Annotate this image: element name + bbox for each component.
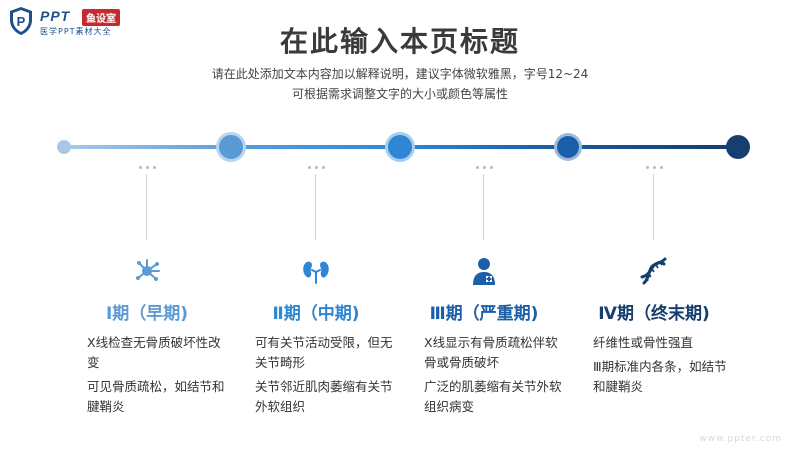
phase-description-3: X线显示有骨质疏松伴软骨或骨质破坏 广泛的肌萎缩有关节外软组织病变 bbox=[424, 333, 564, 421]
phase-description-1: X线检查无骨质破坏性改变 可见骨质疏松，如结节和腱鞘炎 bbox=[87, 333, 227, 421]
timeline-node-2 bbox=[388, 135, 412, 159]
footer-watermark: www.ppter.com bbox=[699, 434, 782, 444]
subtitle-line: 请在此处添加文本内容加以解释说明，建议字体微软雅黑，字号12~24 bbox=[211, 67, 589, 81]
svg-text:P: P bbox=[17, 14, 26, 29]
phase-description-2: 可有关节活动受限，但无关节畸形 关节邻近肌肉萎缩有关节外软组织 bbox=[255, 333, 395, 421]
timeline-end-node bbox=[726, 135, 750, 159]
description-line: Ⅲ期标准内各条，如结节和腱鞘炎 bbox=[593, 359, 727, 394]
connector-2 bbox=[308, 166, 325, 240]
logo: P PPT 鱼设室 医学PPT素材大全 bbox=[8, 6, 158, 40]
logo-badge: 鱼设室 bbox=[82, 9, 120, 26]
connector-3 bbox=[476, 166, 493, 240]
description-line: X线显示有骨质疏松伴软骨或骨质破坏 bbox=[424, 335, 558, 370]
shield-logo-icon: P bbox=[10, 7, 32, 35]
description-line: 关节邻近肌肉萎缩有关节外软组织 bbox=[255, 379, 393, 414]
kidneys-icon bbox=[303, 261, 329, 284]
connector-1 bbox=[139, 166, 156, 240]
description-line: 可有关节活动受限，但无关节畸形 bbox=[255, 335, 393, 370]
description-line: 可见骨质疏松，如结节和腱鞘炎 bbox=[87, 379, 225, 414]
dna-icon bbox=[640, 257, 667, 285]
doctor-icon bbox=[473, 258, 495, 285]
timeline-start-node bbox=[57, 140, 71, 154]
timeline-node-1 bbox=[219, 135, 243, 159]
phase-title-4: Ⅳ期（终末期) bbox=[598, 304, 710, 324]
phase-description-4: 纤维性或骨性强直 Ⅲ期标准内各条，如结节和腱鞘炎 bbox=[593, 333, 733, 401]
logo-subtitle: 医学PPT素材大全 bbox=[40, 27, 112, 36]
connector-4 bbox=[646, 166, 663, 240]
phase-title-1: Ⅰ期（早期) bbox=[105, 304, 189, 324]
description-line: 纤维性或骨性强直 bbox=[593, 335, 694, 350]
virus-icon bbox=[136, 259, 160, 281]
page-title: 在此输入本页标题 bbox=[279, 25, 520, 58]
timeline-node-3 bbox=[557, 136, 579, 158]
description-line: 广泛的肌萎缩有关节外软组织病变 bbox=[424, 379, 562, 414]
description-line: X线检查无骨质破坏性改变 bbox=[87, 335, 221, 370]
subtitle-line: 可根据需求调整文字的大小或颜色等属性 bbox=[291, 87, 508, 101]
logo-name: PPT bbox=[40, 8, 71, 24]
page-subtitle: 请在此处添加文本内容加以解释说明，建议字体微软雅黑，字号12~24 可根据需求调… bbox=[0, 64, 800, 104]
phase-title-3: Ⅲ期（严重期) bbox=[429, 304, 539, 324]
phase-title-2: Ⅱ期（中期) bbox=[272, 304, 360, 324]
